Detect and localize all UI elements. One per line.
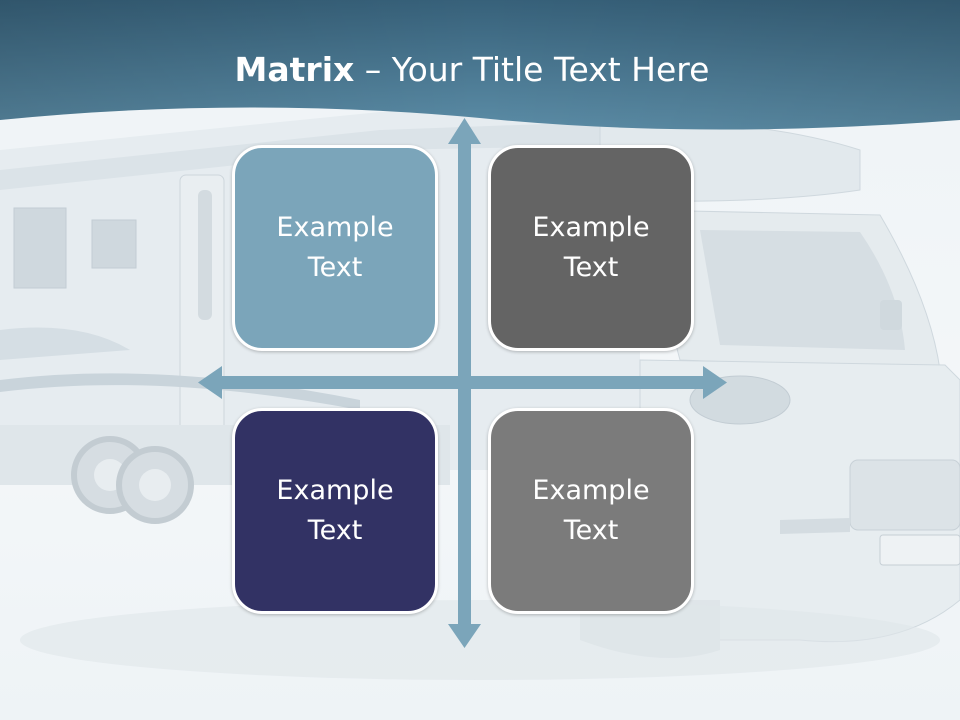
matrix-box-top-right: Example Text (488, 145, 694, 351)
horizontal-double-arrow-icon (198, 366, 727, 399)
title-bold: Matrix (234, 50, 355, 89)
title-rest: – Your Title Text Here (354, 50, 710, 89)
matrix-box-top-left: Example Text (232, 145, 438, 351)
slide-title: Matrix – Your Title Text Here (0, 50, 944, 89)
matrix-box-bottom-right: Example Text (488, 408, 694, 614)
matrix-box-bottom-left: Example Text (232, 408, 438, 614)
